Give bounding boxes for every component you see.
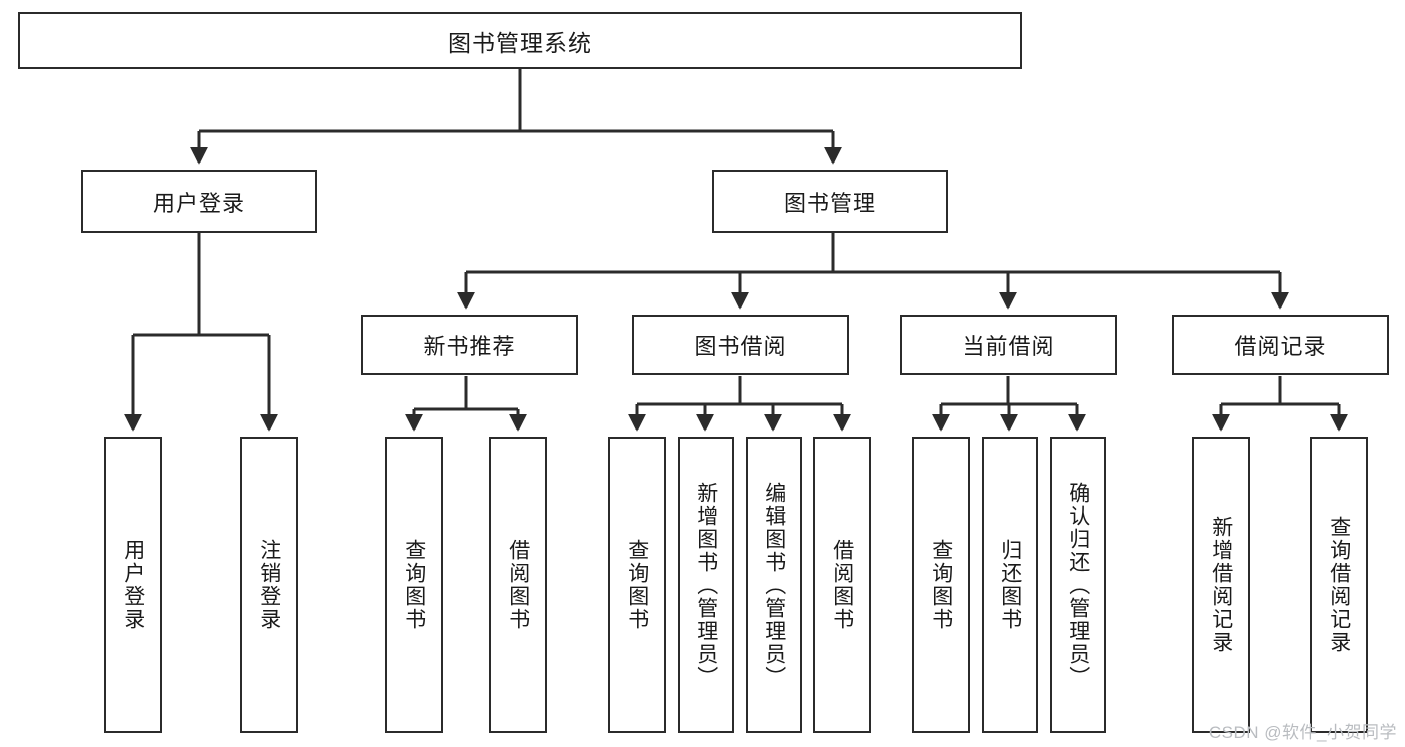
node-leaf-return-book[interactable]: 归还图书 [982,437,1038,733]
node-leaf-return-book-label: 归还图书 [998,539,1022,631]
node-book-manage[interactable]: 图书管理 [712,170,948,233]
node-borrow-record-label: 借阅记录 [1234,334,1327,359]
node-book-borrow-label: 图书借阅 [694,334,787,359]
node-leaf-add-borrow-record[interactable]: 新增借阅记录 [1192,437,1250,733]
node-leaf-add-borrow-record-label: 新增借阅记录 [1209,516,1233,654]
node-leaf-query-book-3[interactable]: 查询图书 [912,437,970,733]
node-leaf-query-borrow-record-label: 查询借阅记录 [1327,516,1351,654]
node-leaf-query-book-2-label: 查询图书 [625,539,649,631]
node-leaf-query-borrow-record[interactable]: 查询借阅记录 [1310,437,1368,733]
node-leaf-logout-login[interactable]: 注销登录 [240,437,298,733]
node-leaf-logout-login-label: 注销登录 [257,539,281,631]
node-new-book-recommend-label: 新书推荐 [423,334,516,359]
node-leaf-add-book-admin-label: 新增图书（管理员） [694,481,718,689]
node-leaf-add-book-admin[interactable]: 新增图书（管理员） [678,437,734,733]
node-leaf-query-book-1-label: 查询图书 [402,539,426,631]
node-root-label: 图书管理系统 [448,29,592,56]
node-leaf-user-login-label: 用户登录 [121,539,145,631]
node-user-login-label: 用户登录 [152,190,245,216]
node-root-system[interactable]: 图书管理系统 [18,12,1022,69]
node-leaf-query-book-1[interactable]: 查询图书 [385,437,443,733]
node-leaf-borrow-book-2[interactable]: 借阅图书 [813,437,871,733]
node-leaf-confirm-return-admin-label: 确认归还（管理员） [1066,481,1090,689]
node-book-manage-label: 图书管理 [783,190,876,216]
node-leaf-borrow-book-1-label: 借阅图书 [506,539,530,631]
node-new-book-recommend[interactable]: 新书推荐 [361,315,578,375]
node-leaf-confirm-return-admin[interactable]: 确认归还（管理员） [1050,437,1106,733]
node-leaf-borrow-book-1[interactable]: 借阅图书 [489,437,547,733]
node-borrow-record[interactable]: 借阅记录 [1172,315,1389,375]
node-leaf-edit-book-admin-label: 编辑图书（管理员） [762,481,786,689]
node-leaf-user-login[interactable]: 用户登录 [104,437,162,733]
node-user-login[interactable]: 用户登录 [81,170,317,233]
node-leaf-borrow-book-2-label: 借阅图书 [830,539,854,631]
node-leaf-edit-book-admin[interactable]: 编辑图书（管理员） [746,437,802,733]
node-current-borrow-label: 当前借阅 [962,334,1055,359]
node-leaf-query-book-3-label: 查询图书 [929,539,953,631]
csdn-watermark: CSDN @软件_小贺同学 [1208,723,1397,742]
node-current-borrow[interactable]: 当前借阅 [900,315,1117,375]
node-leaf-query-book-2[interactable]: 查询图书 [608,437,666,733]
node-book-borrow[interactable]: 图书借阅 [632,315,849,375]
